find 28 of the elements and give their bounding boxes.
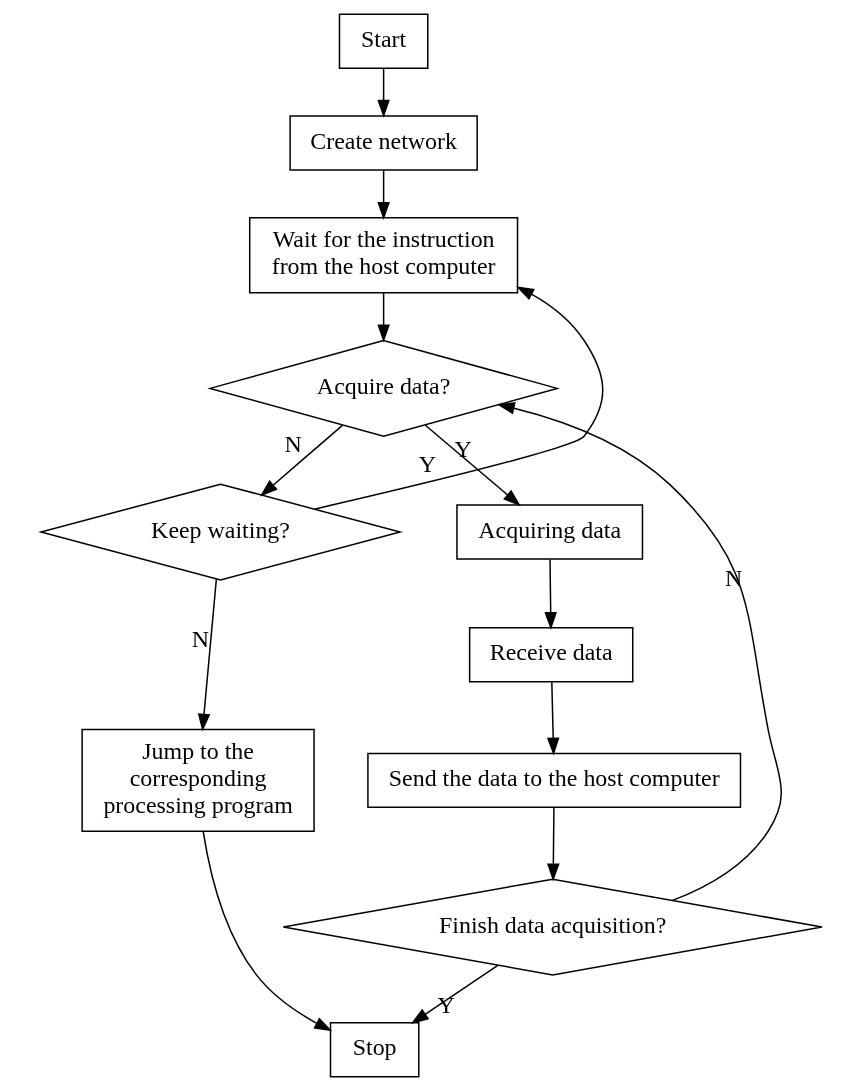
arrow <box>496 402 782 902</box>
node-box: Stop <box>329 1022 420 1078</box>
node-box: Send the data to the host computer <box>366 752 741 809</box>
arrow <box>376 292 390 343</box>
node-diamond: Finish data acquisition? <box>282 878 823 976</box>
arrow <box>543 558 557 630</box>
arrow <box>197 578 217 732</box>
node-diamond: Keep waiting? <box>37 483 403 581</box>
arrow <box>202 830 332 1032</box>
arrow <box>410 964 499 1024</box>
arrow <box>313 286 603 510</box>
arrow <box>376 169 390 220</box>
node-box: Acquiring data <box>455 504 643 560</box>
arrow <box>259 424 343 497</box>
node-box: Create network <box>288 115 478 171</box>
arrow <box>423 424 521 507</box>
node-box: Wait for the instruction from the host computer <box>248 217 518 294</box>
edge-label: Y <box>454 436 472 463</box>
node-box: Jump to the corresponding processing program <box>80 728 315 833</box>
node-box: Start <box>338 13 428 69</box>
edge-label: Y <box>418 451 436 478</box>
arrow <box>546 681 559 756</box>
node-box: Receive data <box>468 627 633 683</box>
edge-label: N <box>191 625 209 652</box>
arrow <box>376 67 390 118</box>
edge-label: Y <box>436 992 455 1019</box>
node-diamond: Acquire data? <box>206 339 560 438</box>
arrow <box>546 806 560 882</box>
